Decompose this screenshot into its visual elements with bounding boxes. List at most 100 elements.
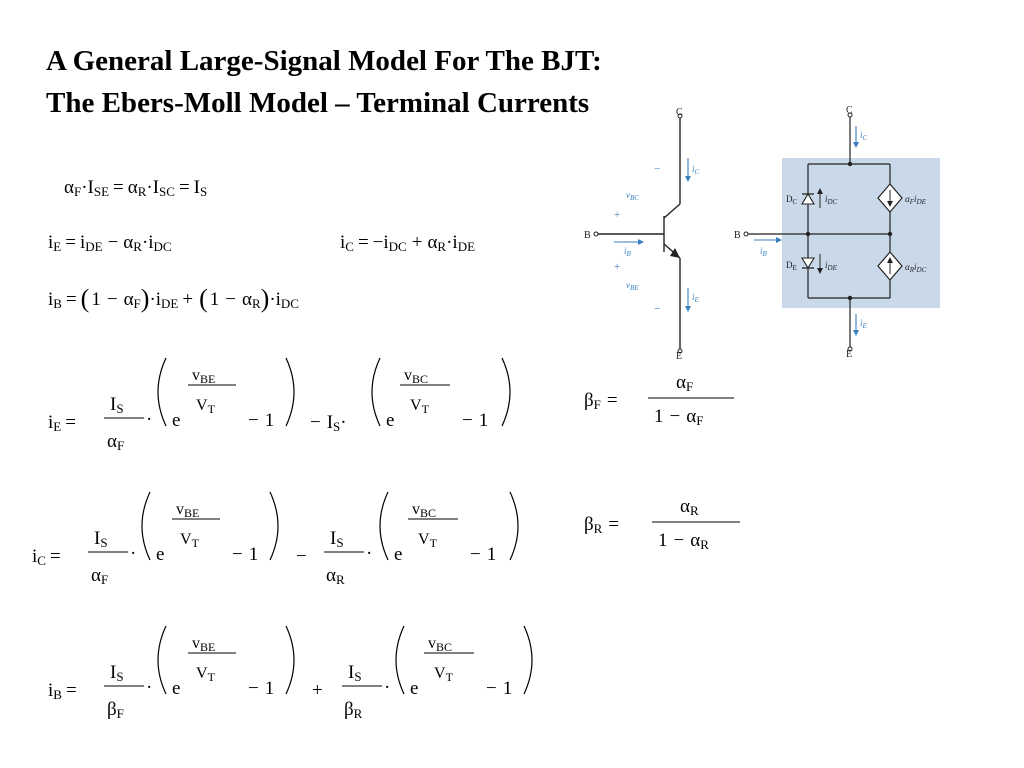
svg-text:βF=: βF= — [584, 390, 618, 412]
source-top-label: αFiDE — [905, 194, 927, 206]
ebers-moll-model-diagram: C B E DC DE iDC iDE αFiDE αRiDC iC iB — [734, 105, 940, 360]
current-arrows — [614, 158, 689, 308]
ide-arrow-icon — [817, 268, 823, 274]
svg-text:αF: αF — [91, 565, 108, 587]
model-terminal-b-node — [743, 231, 749, 237]
model-terminal-b-label: B — [734, 230, 741, 241]
equation-ib-full: iB= IS βF · e vBE VT −1 + IS βR · e vBC … — [48, 625, 533, 721]
svg-text:vBC: vBC — [412, 501, 436, 520]
model-ie-label: iE — [860, 318, 868, 330]
svg-text:·: · — [146, 677, 152, 698]
model-ic-arrow-icon — [853, 142, 859, 148]
svg-text:αR: αR — [326, 565, 345, 587]
svg-text:iB=: iB= — [48, 680, 77, 702]
diode-dc-label: DC — [786, 194, 798, 206]
svg-text:−1: −1 — [232, 544, 258, 565]
svg-text:VT: VT — [196, 397, 216, 416]
equation-alpha-relation: αF·ISE=αR·ISC=IS — [64, 177, 207, 199]
equation-ie-full: iE= IS αF · e vBE VT −1 −IS· e vBC VT −1 — [48, 357, 511, 453]
svg-text:IS: IS — [94, 528, 108, 550]
svg-text:·: · — [384, 677, 390, 698]
svg-text:IS: IS — [330, 528, 344, 550]
svg-text:·: · — [146, 409, 152, 430]
model-terminal-e-label: E — [846, 349, 852, 360]
ide-label: iDE — [825, 260, 838, 272]
equation-ic-short: iC=−iDC+αR·iDE — [340, 232, 475, 254]
svg-text:VT: VT — [434, 665, 454, 684]
slide-title-line-1: A General Large-Signal Model For The BJT… — [46, 45, 602, 77]
model-ie-arrow-icon — [853, 330, 859, 336]
idc-arrow-icon — [817, 188, 823, 194]
svg-text:e: e — [172, 410, 180, 431]
vbc-minus-sign: − — [654, 163, 660, 175]
svg-text:βR: βR — [344, 699, 363, 721]
model-ib-arrow-icon — [776, 237, 782, 243]
vbc-plus-sign: + — [614, 209, 620, 221]
model-ib-label: iB — [760, 246, 768, 258]
svg-text:−1: −1 — [486, 678, 512, 699]
vbe-plus-sign: + — [614, 261, 620, 273]
svg-text:αF: αF — [107, 431, 124, 453]
svg-text:VT: VT — [418, 531, 438, 550]
ie-arrow-icon — [685, 306, 691, 312]
ib-current-label: iB — [624, 246, 632, 258]
svg-text:e: e — [394, 544, 402, 565]
svg-text:e: e — [410, 678, 418, 699]
current-source-top-icon — [877, 183, 903, 213]
equation-ie-short: iE=iDE−αR·iDC — [48, 232, 172, 254]
svg-text:−1: −1 — [470, 544, 496, 565]
vbc-label: vBC — [626, 190, 639, 202]
svg-text:·: · — [366, 543, 372, 564]
svg-text:VT: VT — [410, 397, 430, 416]
svg-text:vBE: vBE — [192, 635, 215, 654]
svg-text:vBC: vBC — [404, 367, 428, 386]
terminal-e-node — [677, 348, 683, 354]
svg-text:βF: βF — [107, 699, 124, 721]
svg-text:VT: VT — [180, 531, 200, 550]
emitter-arrow-icon — [670, 248, 680, 258]
source-bottom-label: αRiDC — [905, 262, 927, 274]
svg-text:iC=: iC= — [32, 546, 61, 568]
svg-text:e: e — [172, 678, 180, 699]
diode-dc-icon — [801, 192, 815, 205]
svg-text:VT: VT — [196, 665, 216, 684]
ic-current-label: iC — [692, 164, 700, 176]
svg-text:vBE: vBE — [176, 501, 199, 520]
equation-ic-full: iC= IS αF · e vBE VT −1 − IS αR · e vBC … — [32, 491, 519, 587]
model-ic-label: iC — [860, 130, 868, 142]
svg-text:αF: αF — [676, 372, 693, 394]
npn-transistor-diagram: C B E iC iB iE vBC vBE − + + − — [584, 107, 700, 360]
svg-text:·: · — [130, 543, 136, 564]
vbe-label: vBE — [626, 280, 639, 292]
svg-text:−1: −1 — [462, 410, 488, 431]
svg-text:IS: IS — [348, 662, 362, 684]
equation-ib-short: iB=(1−αF)·iDE+(1−αR)·iDC — [48, 284, 299, 313]
terminal-c-node — [677, 113, 683, 119]
idc-label: iDC — [825, 194, 838, 206]
ic-arrow-icon — [685, 176, 691, 182]
transistor-symbol — [598, 118, 681, 350]
diode-de-icon — [801, 257, 815, 270]
slide-title-line-2: The Ebers-Moll Model – Terminal Currents — [46, 87, 590, 119]
svg-text:−1: −1 — [248, 678, 274, 699]
svg-text:+: + — [312, 680, 323, 701]
ie-current-label: iE — [692, 292, 700, 304]
terminal-c-label: C — [676, 107, 683, 118]
svg-text:βR=: βR= — [584, 514, 619, 536]
equation-beta-r: βR= αR 1−αR — [584, 496, 740, 552]
svg-text:αR: αR — [680, 496, 699, 518]
svg-text:e: e — [386, 410, 394, 431]
svg-text:1−αF: 1−αF — [654, 406, 703, 428]
vbe-minus-sign: − — [654, 303, 660, 315]
svg-text:IS: IS — [110, 394, 124, 416]
svg-text:iE=: iE= — [48, 412, 76, 434]
svg-text:−: − — [296, 546, 307, 567]
model-background — [782, 158, 940, 308]
diode-de-label: DE — [786, 260, 797, 272]
terminal-e-label: E — [676, 351, 682, 360]
terminal-b-node — [593, 231, 599, 237]
svg-text:vBE: vBE — [192, 367, 215, 386]
svg-text:e: e — [156, 544, 164, 565]
equation-beta-f: βF= αF 1−αF — [584, 372, 734, 428]
